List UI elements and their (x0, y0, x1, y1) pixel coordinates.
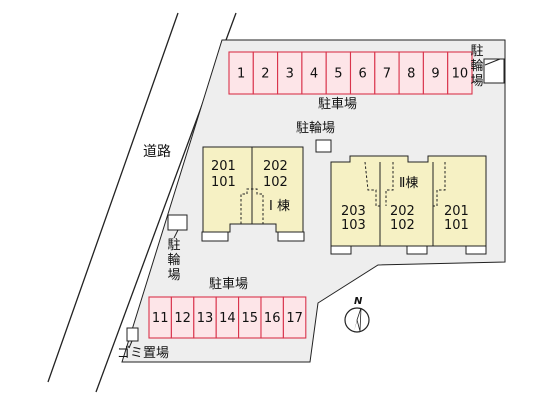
building-2-entrance-2 (406, 245, 428, 255)
building-2-unit-3-upper: 201 (444, 204, 469, 219)
building-2-stair-1 (364, 161, 380, 207)
building-1-entrance-right (277, 231, 305, 242)
compass-icon (344, 307, 370, 333)
building-2-stair-2 (385, 162, 394, 206)
building-1-unit-201: 201 (211, 159, 236, 174)
parking-space-label-9: 9 (431, 67, 439, 82)
parking-space-label-4: 4 (310, 67, 318, 82)
bike-parking-left-pointer (173, 229, 179, 239)
parking-space-label-2: 2 (261, 67, 269, 82)
parking-top-label: 駐車場 (318, 97, 358, 112)
road-edge-left (47, 12, 179, 383)
bike-parking-center-label: 駐輪場 (296, 121, 336, 136)
parking-space-label-3: 3 (286, 67, 294, 82)
building-1-unit-102: 102 (263, 175, 288, 190)
building-1-unit-101: 101 (211, 175, 236, 190)
parking-space-10 (447, 51, 473, 95)
parking-space-label-7: 7 (383, 67, 391, 82)
parking-space-4 (301, 51, 327, 95)
building-1-unit-202: 202 (263, 159, 288, 174)
parking-space-label-17: 17 (286, 311, 303, 326)
bike-parking-top-right-label: 駐 輪 場 (470, 44, 484, 89)
parking-space-label-5: 5 (334, 67, 342, 82)
parking-space-3 (277, 51, 303, 95)
garbage-pointer (128, 340, 133, 349)
parking-space-8 (398, 51, 424, 95)
garbage-label: ゴミ置場 (117, 346, 170, 361)
bike-parking-top-right-pointer (484, 58, 501, 66)
parking-space-5 (325, 51, 352, 95)
parking-space-label-14: 14 (219, 311, 236, 326)
building-1 (201, 146, 305, 242)
building-2-label: Ⅱ棟 (399, 176, 419, 191)
parking-space-label-6: 6 (359, 67, 367, 82)
parking-bottom-label: 駐車場 (209, 277, 249, 292)
building-2-unit-3-lower: 101 (444, 218, 469, 233)
parking-bottom-spaces: 11 12 13 14 15 16 17 (148, 296, 307, 339)
building-2-unit-1-lower: 103 (341, 218, 366, 233)
parking-space-label-13: 13 (197, 311, 214, 326)
building-2-unit-2-lower: 102 (390, 218, 415, 233)
parking-space-label-12: 12 (174, 311, 191, 326)
garbage-box (126, 327, 139, 342)
lot-area (121, 39, 506, 363)
parking-top-spaces: 1 2 3 4 5 6 7 8 9 10 (228, 51, 473, 95)
building-2-unit-2-upper: 202 (390, 204, 415, 219)
building-2 (330, 155, 487, 255)
road-label: 道路 (143, 144, 171, 160)
parking-space-label-15: 15 (242, 311, 259, 326)
building-1-label: Ⅰ 棟 (269, 199, 290, 214)
bike-parking-left-label: 駐 輪 場 (167, 238, 181, 283)
bike-parking-left-box (167, 214, 188, 231)
parking-space-label-11: 11 (152, 311, 169, 326)
parking-space-label-1: 1 (237, 67, 245, 82)
building-2-entrance-3 (465, 245, 487, 255)
parking-space-label-16: 16 (264, 311, 281, 326)
parking-space-label-8: 8 (407, 67, 415, 82)
building-2-entrance-1 (330, 245, 352, 255)
parking-space-label-10: 10 (452, 67, 469, 82)
building-1-stair (240, 188, 264, 224)
bike-parking-top-right-box (483, 58, 505, 84)
building-2-outline (330, 155, 487, 247)
building-2-stair-3 (433, 162, 446, 207)
building-2-unit-1-upper: 203 (341, 204, 366, 219)
parking-space-17 (282, 296, 307, 339)
compass-label: N (354, 296, 363, 307)
parking-space-9 (422, 51, 449, 95)
building-1-entrance-left (201, 231, 229, 242)
bike-parking-center-box (315, 139, 332, 153)
